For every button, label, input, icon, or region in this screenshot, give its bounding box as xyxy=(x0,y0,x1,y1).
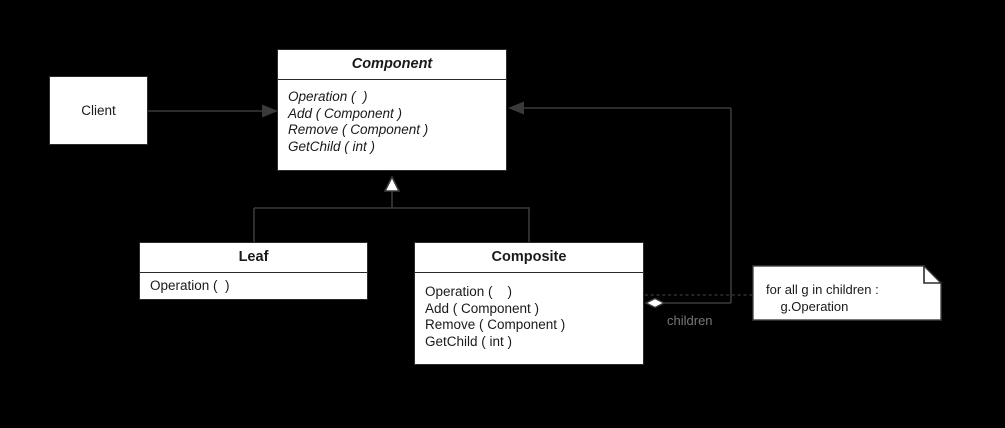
note-line-2: g.Operation xyxy=(766,299,849,314)
connector-generalization-tree xyxy=(253,175,530,242)
class-name-client: Client xyxy=(81,103,116,118)
operation-item: Add ( Component ) xyxy=(425,300,540,316)
class-box-component[interactable]: Component Operation ( ) Add ( Component … xyxy=(277,49,507,171)
operation-item: GetChild ( int ) xyxy=(425,333,513,349)
operation-item: Add ( Component ) xyxy=(288,105,403,121)
operation-item: Operation ( ) xyxy=(150,278,230,293)
note-shape xyxy=(752,265,942,321)
class-box-leaf[interactable]: Leaf Operation ( ) xyxy=(139,242,368,300)
class-box-composite[interactable]: Composite Operation ( ) Add ( Component … xyxy=(414,242,644,365)
note-line-1: for all g in children : xyxy=(766,282,879,297)
class-box-client[interactable]: Client xyxy=(49,76,148,145)
association-label-children: children xyxy=(667,313,713,328)
class-name-component: Component xyxy=(278,50,506,80)
class-operations-leaf: Operation ( ) xyxy=(140,273,367,303)
class-operations-component: Operation ( ) Add ( Component ) Remove (… xyxy=(278,80,506,163)
class-name-leaf: Leaf xyxy=(140,243,367,273)
connector-client-to-component xyxy=(148,104,278,118)
class-name-composite: Composite xyxy=(415,243,643,273)
operation-item: Operation ( ) xyxy=(425,284,513,299)
operation-item: Remove ( Component ) xyxy=(288,122,429,137)
operation-item: Remove ( Component ) xyxy=(425,317,566,332)
note-box[interactable]: for all g in children : g.Operation xyxy=(752,265,942,321)
class-operations-composite: Operation ( ) Add ( Component ) Remove (… xyxy=(415,273,643,358)
operation-item: GetChild ( int ) xyxy=(288,138,376,154)
operation-item: Operation ( ) xyxy=(288,89,368,104)
